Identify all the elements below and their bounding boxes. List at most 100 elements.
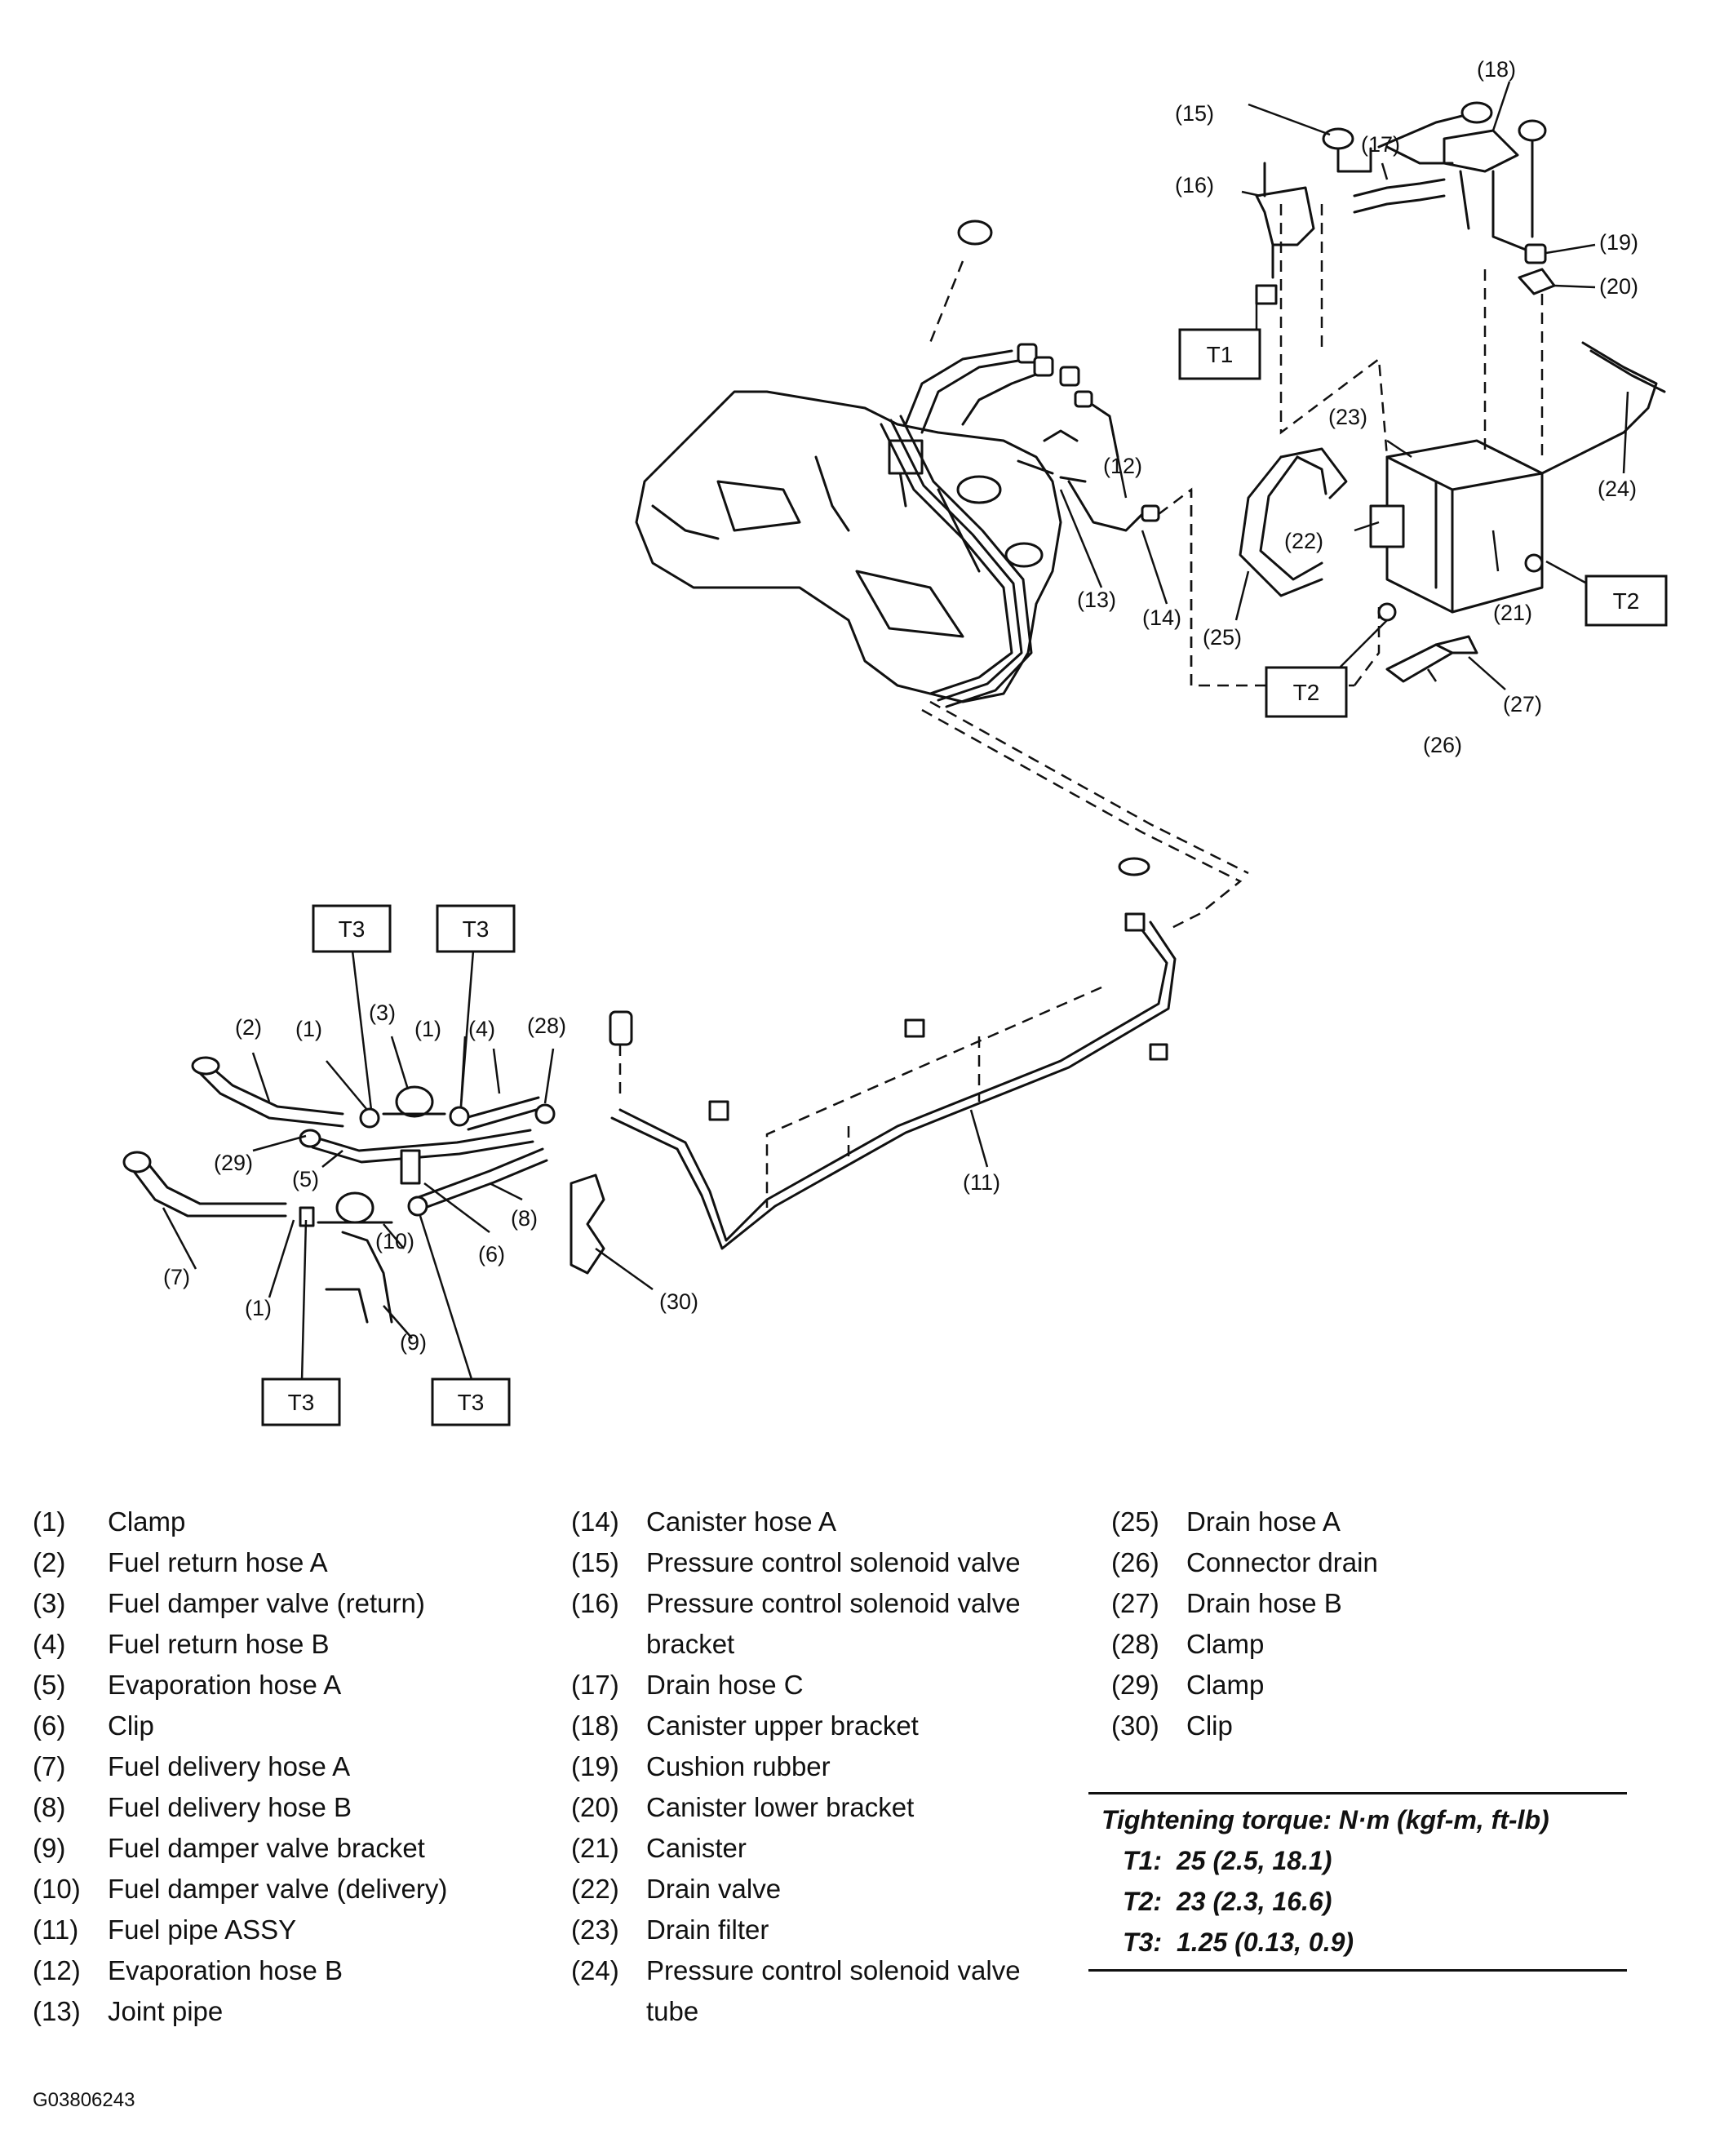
drain-hose-a (1239, 447, 1348, 597)
legend-item: (13)Joint pipe (33, 1991, 532, 2032)
legend-item-number: (14) (571, 1506, 619, 1537)
callout-26: (26) (1423, 733, 1462, 757)
legend-item-label: Drain hose B (1186, 1588, 1342, 1618)
legend-column-1: (1)Clamp(2)Fuel return hose A(3)Fuel dam… (33, 1502, 532, 2032)
torque-box-t3-top-right: T3 (436, 904, 516, 953)
svg-text:T1: T1 (1207, 342, 1234, 367)
legend-item: (14) Canister hose A (571, 1502, 1070, 1542)
legend-item-label: Drain hose A (1186, 1506, 1341, 1537)
callout-3: (3) (369, 1000, 396, 1025)
torque-key: T2: (1123, 1887, 1162, 1916)
torque-row: T3: 1.25 (0.13, 0.9) (1088, 1922, 1627, 1963)
legend-item: (4) Fuel return hose B (33, 1624, 532, 1665)
drain-valve (1369, 504, 1405, 548)
legend-item-number: (25) (1111, 1506, 1159, 1537)
svg-text:T3: T3 (463, 916, 490, 942)
callout-18: (18) (1477, 57, 1516, 82)
torque-box-t3-top-left: T3 (312, 904, 392, 953)
fuel-tank (635, 220, 1080, 708)
callout-14: (14) (1142, 606, 1181, 630)
legend-item-label: Fuel damper valve bracket (108, 1833, 425, 1863)
callout-1-top: (1) (295, 1017, 322, 1041)
tightening-torque-table: Tightening torque: N·m (kgf-m, ft-lb) T1… (1088, 1792, 1627, 1972)
legend-item-number: (3) (33, 1588, 66, 1618)
clip-6 (400, 1149, 421, 1185)
torque-box-t3-bottom-left: T3 (261, 1377, 341, 1426)
callout-24: (24) (1598, 477, 1637, 501)
torque-value: 1.25 (0.13, 0.9) (1177, 1928, 1354, 1957)
callout-5: (5) (292, 1167, 319, 1191)
legend-item-label: Drain filter (646, 1914, 769, 1945)
figure-id: G03806243 (33, 2089, 135, 2111)
legend-item: (27) Drain hose B (1111, 1583, 1611, 1624)
torque-key: T1: (1123, 1846, 1162, 1875)
legend-item-label: Pressure control solenoid valve (646, 1547, 1021, 1577)
torque-row: T2: 23 (2.3, 16.6) (1088, 1881, 1627, 1922)
legend-item-label: Pressure control solenoid valve tube (646, 1955, 1021, 2026)
svg-text:T2: T2 (1613, 588, 1640, 614)
legend-item-label: Fuel delivery hose B (108, 1792, 352, 1822)
legend-item-label: Evaporation hose B (108, 1955, 343, 1985)
legend-item: (7)Fuel delivery hose A (33, 1746, 532, 1787)
svg-text:T3: T3 (339, 916, 366, 942)
legend-item: (17)Drain hose C (571, 1665, 1070, 1706)
legend-item-label: Canister upper bracket (646, 1710, 919, 1741)
legend-item: (30)Clip (1111, 1706, 1611, 1746)
legend-item-number: (7) (33, 1751, 66, 1781)
callout-27: (27) (1503, 692, 1542, 716)
legend-item: (15)Pressure control solenoid valve (571, 1542, 1070, 1583)
callout-22: (22) (1284, 529, 1323, 553)
fuel-damper-valve-delivery (317, 1191, 393, 1224)
fuel-return-hose-a (191, 1056, 344, 1128)
legend-item-number: (6) (33, 1710, 66, 1741)
legend-item: (24)Pressure control solenoid valve tube (571, 1950, 1070, 2032)
canister-upper-bracket (1443, 119, 1547, 255)
legend-item-number: (5) (33, 1670, 66, 1700)
callout-6: (6) (478, 1242, 505, 1267)
torque-value: 25 (2.5, 18.1) (1177, 1846, 1332, 1875)
callout-2: (2) (235, 1015, 262, 1040)
drain-hose-c (1353, 178, 1446, 214)
fuel-delivery-hose-b (410, 1147, 548, 1213)
callout-1-bottom: (1) (245, 1296, 272, 1320)
leader-lines (162, 81, 1629, 1382)
legend-item: (26)Connector drain (1111, 1542, 1611, 1583)
legend-column-2: (14) Canister hose A (15)Pressure control … (571, 1502, 1070, 2032)
fuel-delivery-hose-a (122, 1151, 287, 1218)
legend-item-number: (2) (33, 1547, 66, 1577)
legend-item-label: Fuel pipe ASSY (108, 1914, 297, 1945)
callout-7: (7) (163, 1265, 190, 1289)
fuel-damper-valve-return (382, 1085, 446, 1118)
legend-item-label: Pressure control solenoid valve bracket (646, 1588, 1021, 1659)
legend-item-label: Clamp (108, 1506, 186, 1537)
legend-item-label: Fuel return hose B (108, 1629, 330, 1659)
fuel-damper-valve-bracket (325, 1231, 393, 1324)
legend-item-number: (4) (33, 1629, 66, 1659)
canister-hose-a (1067, 480, 1160, 532)
svg-text:T3: T3 (288, 1390, 315, 1415)
legend-item-label: Canister hose A (646, 1506, 836, 1537)
pressure-control-solenoid-valve-tube (1540, 341, 1666, 475)
callout-30: (30) (659, 1289, 698, 1314)
pressure-control-solenoid-valve (1322, 101, 1493, 173)
legend-item-label: Cushion rubber (646, 1751, 831, 1781)
legend-item-label: Fuel return hose A (108, 1547, 328, 1577)
legend-item-number: (30) (1111, 1710, 1159, 1741)
callout-25: (25) (1203, 625, 1242, 650)
torque-row: T1: 25 (2.5, 18.1) (1088, 1840, 1627, 1881)
legend-item-label: Clamp (1186, 1670, 1265, 1700)
legend-item: (23) Drain filter (571, 1910, 1070, 1950)
legend-item-number: (23) (571, 1914, 619, 1945)
legend-item: (16) Pressure control solenoid valve brac… (571, 1583, 1070, 1665)
legend-item-number: (27) (1111, 1588, 1159, 1618)
evaporation-hose-b (1043, 390, 1119, 459)
legend-item: (10)Fuel damper valve (delivery) (33, 1869, 532, 1910)
callout-labels: (15) (16) (17) (18) (19) (20) (23) (24) … (163, 57, 1638, 1355)
torque-box-t1: T1 (1178, 328, 1261, 380)
legend-item-label: Drain hose C (646, 1670, 804, 1700)
legend-column-3: (25) Drain hose A (26)Connector drain (27) D… (1111, 1502, 1611, 1746)
legend-item-number: (16) (571, 1588, 619, 1618)
torque-key: T3: (1123, 1928, 1162, 1957)
legend-item-number: (21) (571, 1833, 619, 1863)
legend-item-number: (28) (1111, 1629, 1159, 1659)
